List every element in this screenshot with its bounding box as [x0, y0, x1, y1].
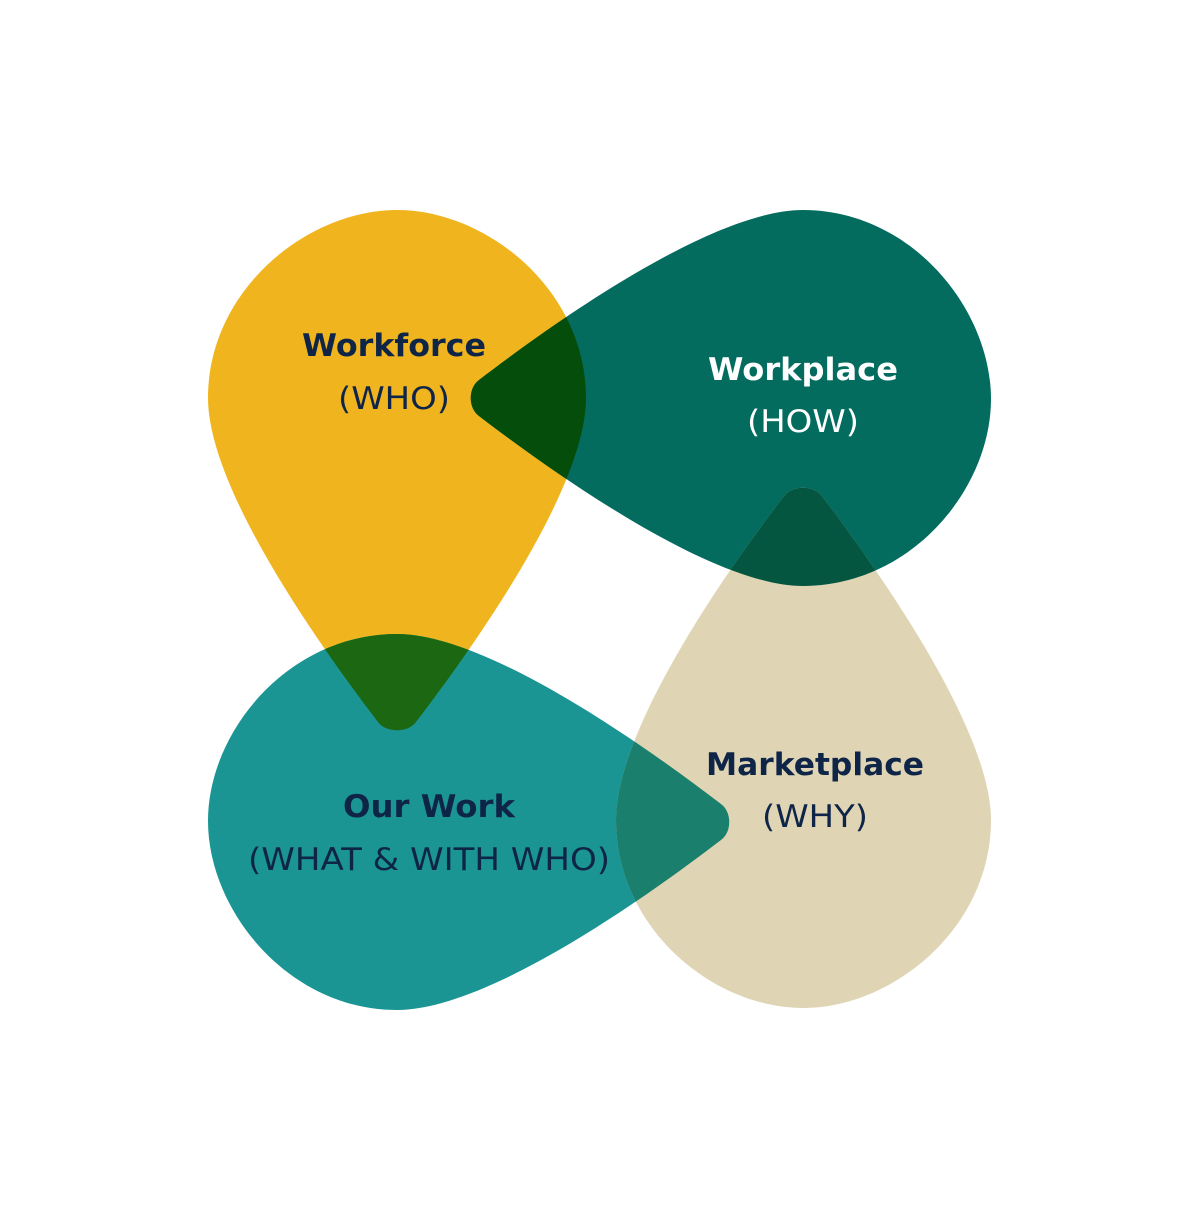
- marketplace-subtitle: (WHY): [762, 799, 868, 835]
- workforce-subtitle: (WHO): [338, 381, 450, 417]
- marketplace-title: Marketplace: [706, 747, 924, 783]
- our-work-subtitle: (WHAT & WITH WHO): [248, 842, 610, 878]
- workforce-title: Workforce: [302, 328, 486, 364]
- workplace-subtitle: (HOW): [747, 404, 859, 440]
- workplace-title: Workplace: [708, 352, 898, 388]
- our-work-title: Our Work: [343, 789, 516, 825]
